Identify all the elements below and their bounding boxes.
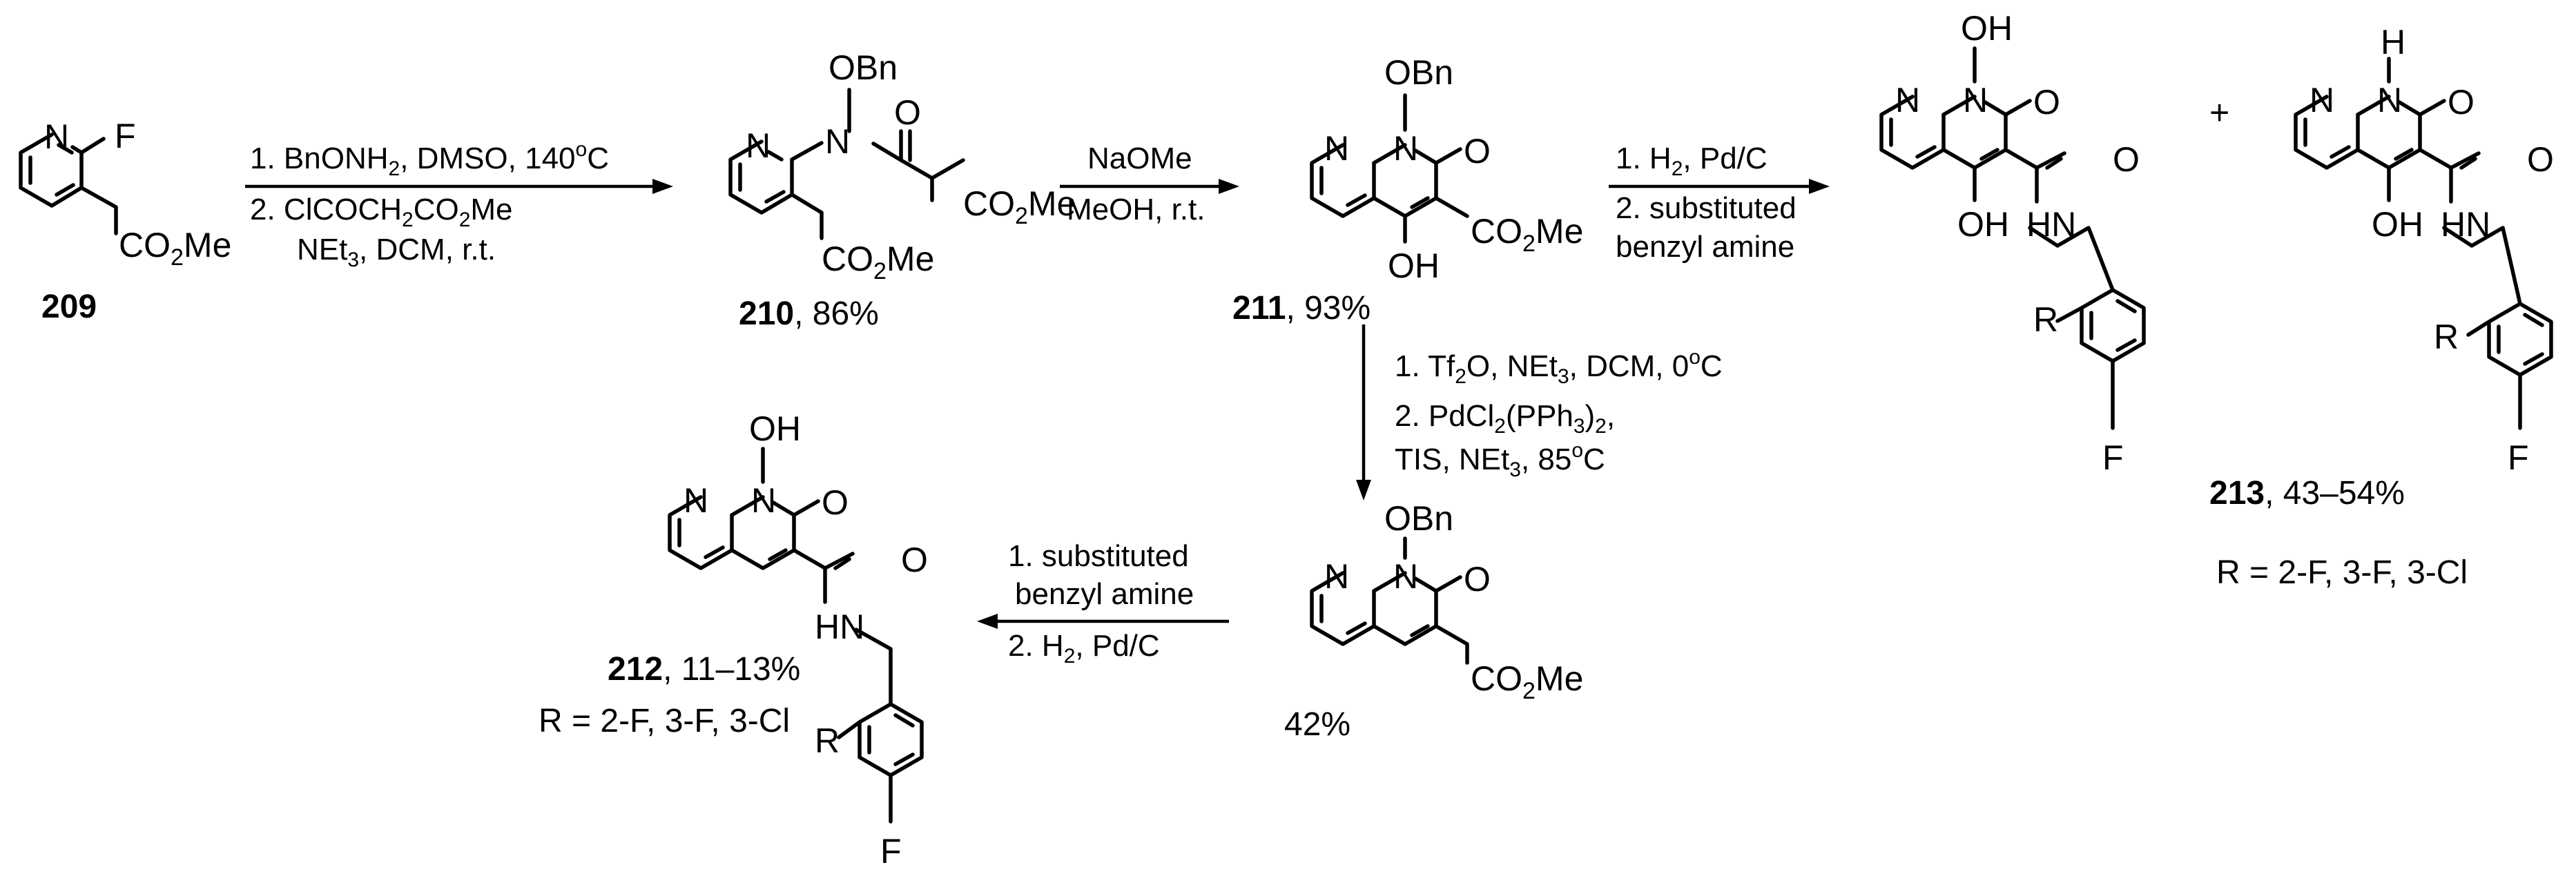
conditions-step-1: 1. BnONH2, DMSO, 140oC 2. ClCOCH2CO2Me N… bbox=[250, 138, 609, 271]
group-r-213a: R bbox=[2033, 300, 2058, 339]
condition-s3-line1: 1. H2, Pd/C bbox=[1616, 142, 1768, 180]
reaction-arrow-5 bbox=[977, 614, 1229, 629]
group-co2me-209: CO2Me bbox=[119, 226, 231, 271]
condition-s4-line1: 1. Tf2O, NEt3, DCM, 0oC bbox=[1395, 346, 1723, 388]
compound-label-213: 213, 43–54% bbox=[2209, 475, 2405, 512]
group-r-213b: R bbox=[2434, 318, 2459, 356]
atom-n-213a-a: N bbox=[1895, 81, 1920, 119]
group-obn-210: OBn bbox=[829, 48, 898, 87]
atom-f-209: F bbox=[115, 117, 136, 155]
group-oh-213b-c4: OH bbox=[2372, 205, 2423, 244]
group-r-212: R bbox=[815, 721, 840, 760]
compound-209-structure: N F CO2Me bbox=[19, 117, 231, 271]
conditions-step-4: 1. Tf2O, NEt3, DCM, 0oC 2. PdCl2(PPh3)2,… bbox=[1395, 346, 1723, 481]
atom-n-213b-b: N bbox=[2377, 81, 2402, 119]
group-co2me-210-chain: CO2Me bbox=[963, 184, 1076, 229]
reaction-arrow-2 bbox=[1060, 179, 1239, 194]
compound-label-209: 209 bbox=[41, 289, 97, 325]
condition-s5-line1: 1. substituted bbox=[1008, 539, 1189, 573]
condition-s3-line3: benzyl amine bbox=[1616, 230, 1794, 264]
compound-213-nh-structure: N N H O O OH HN R F bbox=[2294, 23, 2554, 477]
atom-n-210-amide: N bbox=[825, 122, 850, 161]
condition-s4-line2: 2. PdCl2(PPh3)2, bbox=[1395, 399, 1615, 438]
yield-intermediate: 42% bbox=[1284, 706, 1350, 743]
atom-n-211-a: N bbox=[1324, 129, 1349, 168]
atom-n-212-a: N bbox=[684, 481, 708, 520]
group-oh-211: OH bbox=[1388, 246, 1440, 285]
condition-s2-line2: MeOH, r.t. bbox=[1067, 193, 1205, 226]
group-oh-213a-n: OH bbox=[1961, 9, 2013, 48]
condition-s3-line2: 2. substituted bbox=[1616, 191, 1797, 225]
group-co2me-int: CO2Me bbox=[1471, 659, 1583, 704]
reaction-arrow-1 bbox=[245, 179, 673, 194]
compound-intermediate-structure: N N OBn O CO2Me bbox=[1310, 499, 1583, 704]
r-groups-212: R = 2-F, 3-F, 3-Cl bbox=[539, 703, 790, 739]
group-hn-212: HN bbox=[815, 608, 864, 646]
atom-n-210-ring: N bbox=[746, 126, 771, 165]
condition-s5-line3: 2. H2, Pd/C bbox=[1008, 629, 1160, 668]
group-oh-212-n: OH bbox=[749, 409, 801, 448]
atom-h-213b: H bbox=[2381, 23, 2405, 61]
atom-o-212-amide: O bbox=[901, 541, 928, 579]
condition-s4-line3: TIS, NEt3, 85oC bbox=[1395, 439, 1605, 481]
group-obn-int: OBn bbox=[1384, 499, 1453, 538]
atom-o-212-lactam: O bbox=[822, 483, 849, 522]
atom-n-212-b: N bbox=[751, 481, 776, 520]
group-co2me-210-ring: CO2Me bbox=[822, 240, 934, 284]
group-hn-213a: HN bbox=[2026, 205, 2076, 244]
atom-n-209: N bbox=[44, 117, 69, 156]
compound-label-210: 210, 86% bbox=[739, 295, 879, 332]
conditions-step-2: NaOMe MeOH, r.t. bbox=[1067, 142, 1205, 226]
atom-n-213a-b: N bbox=[1963, 81, 1988, 119]
plus-sign: + bbox=[2209, 93, 2229, 132]
group-obn-211: OBn bbox=[1384, 53, 1453, 92]
compound-211-structure: N N OBn O OH CO2Me bbox=[1310, 53, 1583, 285]
conditions-step-5: 1. substituted benzyl amine 2. H2, Pd/C bbox=[1008, 539, 1194, 668]
compound-212-structure: N N OH O O HN R F bbox=[668, 409, 928, 871]
atom-f-213a: F bbox=[2102, 438, 2124, 477]
condition-s1-line3: NEt3, DCM, r.t. bbox=[297, 233, 496, 271]
compound-210-structure: N N OBn O CO2Me CO2Me bbox=[728, 48, 1076, 284]
compound-label-212: 212, 11–13% bbox=[608, 651, 800, 688]
atom-n-int-a: N bbox=[1324, 557, 1349, 596]
atom-n-int-b: N bbox=[1393, 557, 1418, 596]
condition-s1-line2: 2. ClCOCH2CO2Me bbox=[250, 193, 513, 231]
condition-s2-line1: NaOMe bbox=[1087, 142, 1192, 175]
r-groups-213: R = 2-F, 3-F, 3-Cl bbox=[2216, 554, 2468, 591]
group-co2me-211: CO2Me bbox=[1471, 212, 1583, 257]
group-hn-213b: HN bbox=[2441, 205, 2490, 244]
group-oh-213a-c4: OH bbox=[1957, 205, 2009, 244]
reaction-arrow-3 bbox=[1609, 179, 1830, 194]
atom-o-213b-lactam: O bbox=[2448, 83, 2475, 122]
atom-f-213b: F bbox=[2508, 438, 2529, 477]
condition-s1-line1: 1. BnONH2, DMSO, 140oC bbox=[250, 138, 609, 180]
conditions-step-3: 1. H2, Pd/C 2. substituted benzyl amine bbox=[1616, 142, 1797, 264]
atom-o-210: O bbox=[894, 93, 921, 132]
reaction-arrow-4 bbox=[1356, 324, 1371, 501]
atom-o-213a-lactam: O bbox=[2033, 83, 2060, 122]
atom-o-211: O bbox=[1464, 132, 1491, 171]
condition-s5-line2: benzyl amine bbox=[1015, 577, 1194, 611]
compound-label-211: 211, 93% bbox=[1232, 290, 1371, 327]
atom-o-int: O bbox=[1464, 560, 1491, 599]
atom-o-213b-amide: O bbox=[2527, 140, 2554, 179]
atom-o-213a-amide: O bbox=[2113, 140, 2140, 179]
atom-f-212: F bbox=[880, 832, 902, 871]
atom-n-213b-a: N bbox=[2309, 81, 2334, 119]
atom-n-211-b: N bbox=[1393, 129, 1418, 168]
compound-213-nhydroxy-structure: N N OH O O OH HN R F bbox=[1879, 9, 2146, 477]
